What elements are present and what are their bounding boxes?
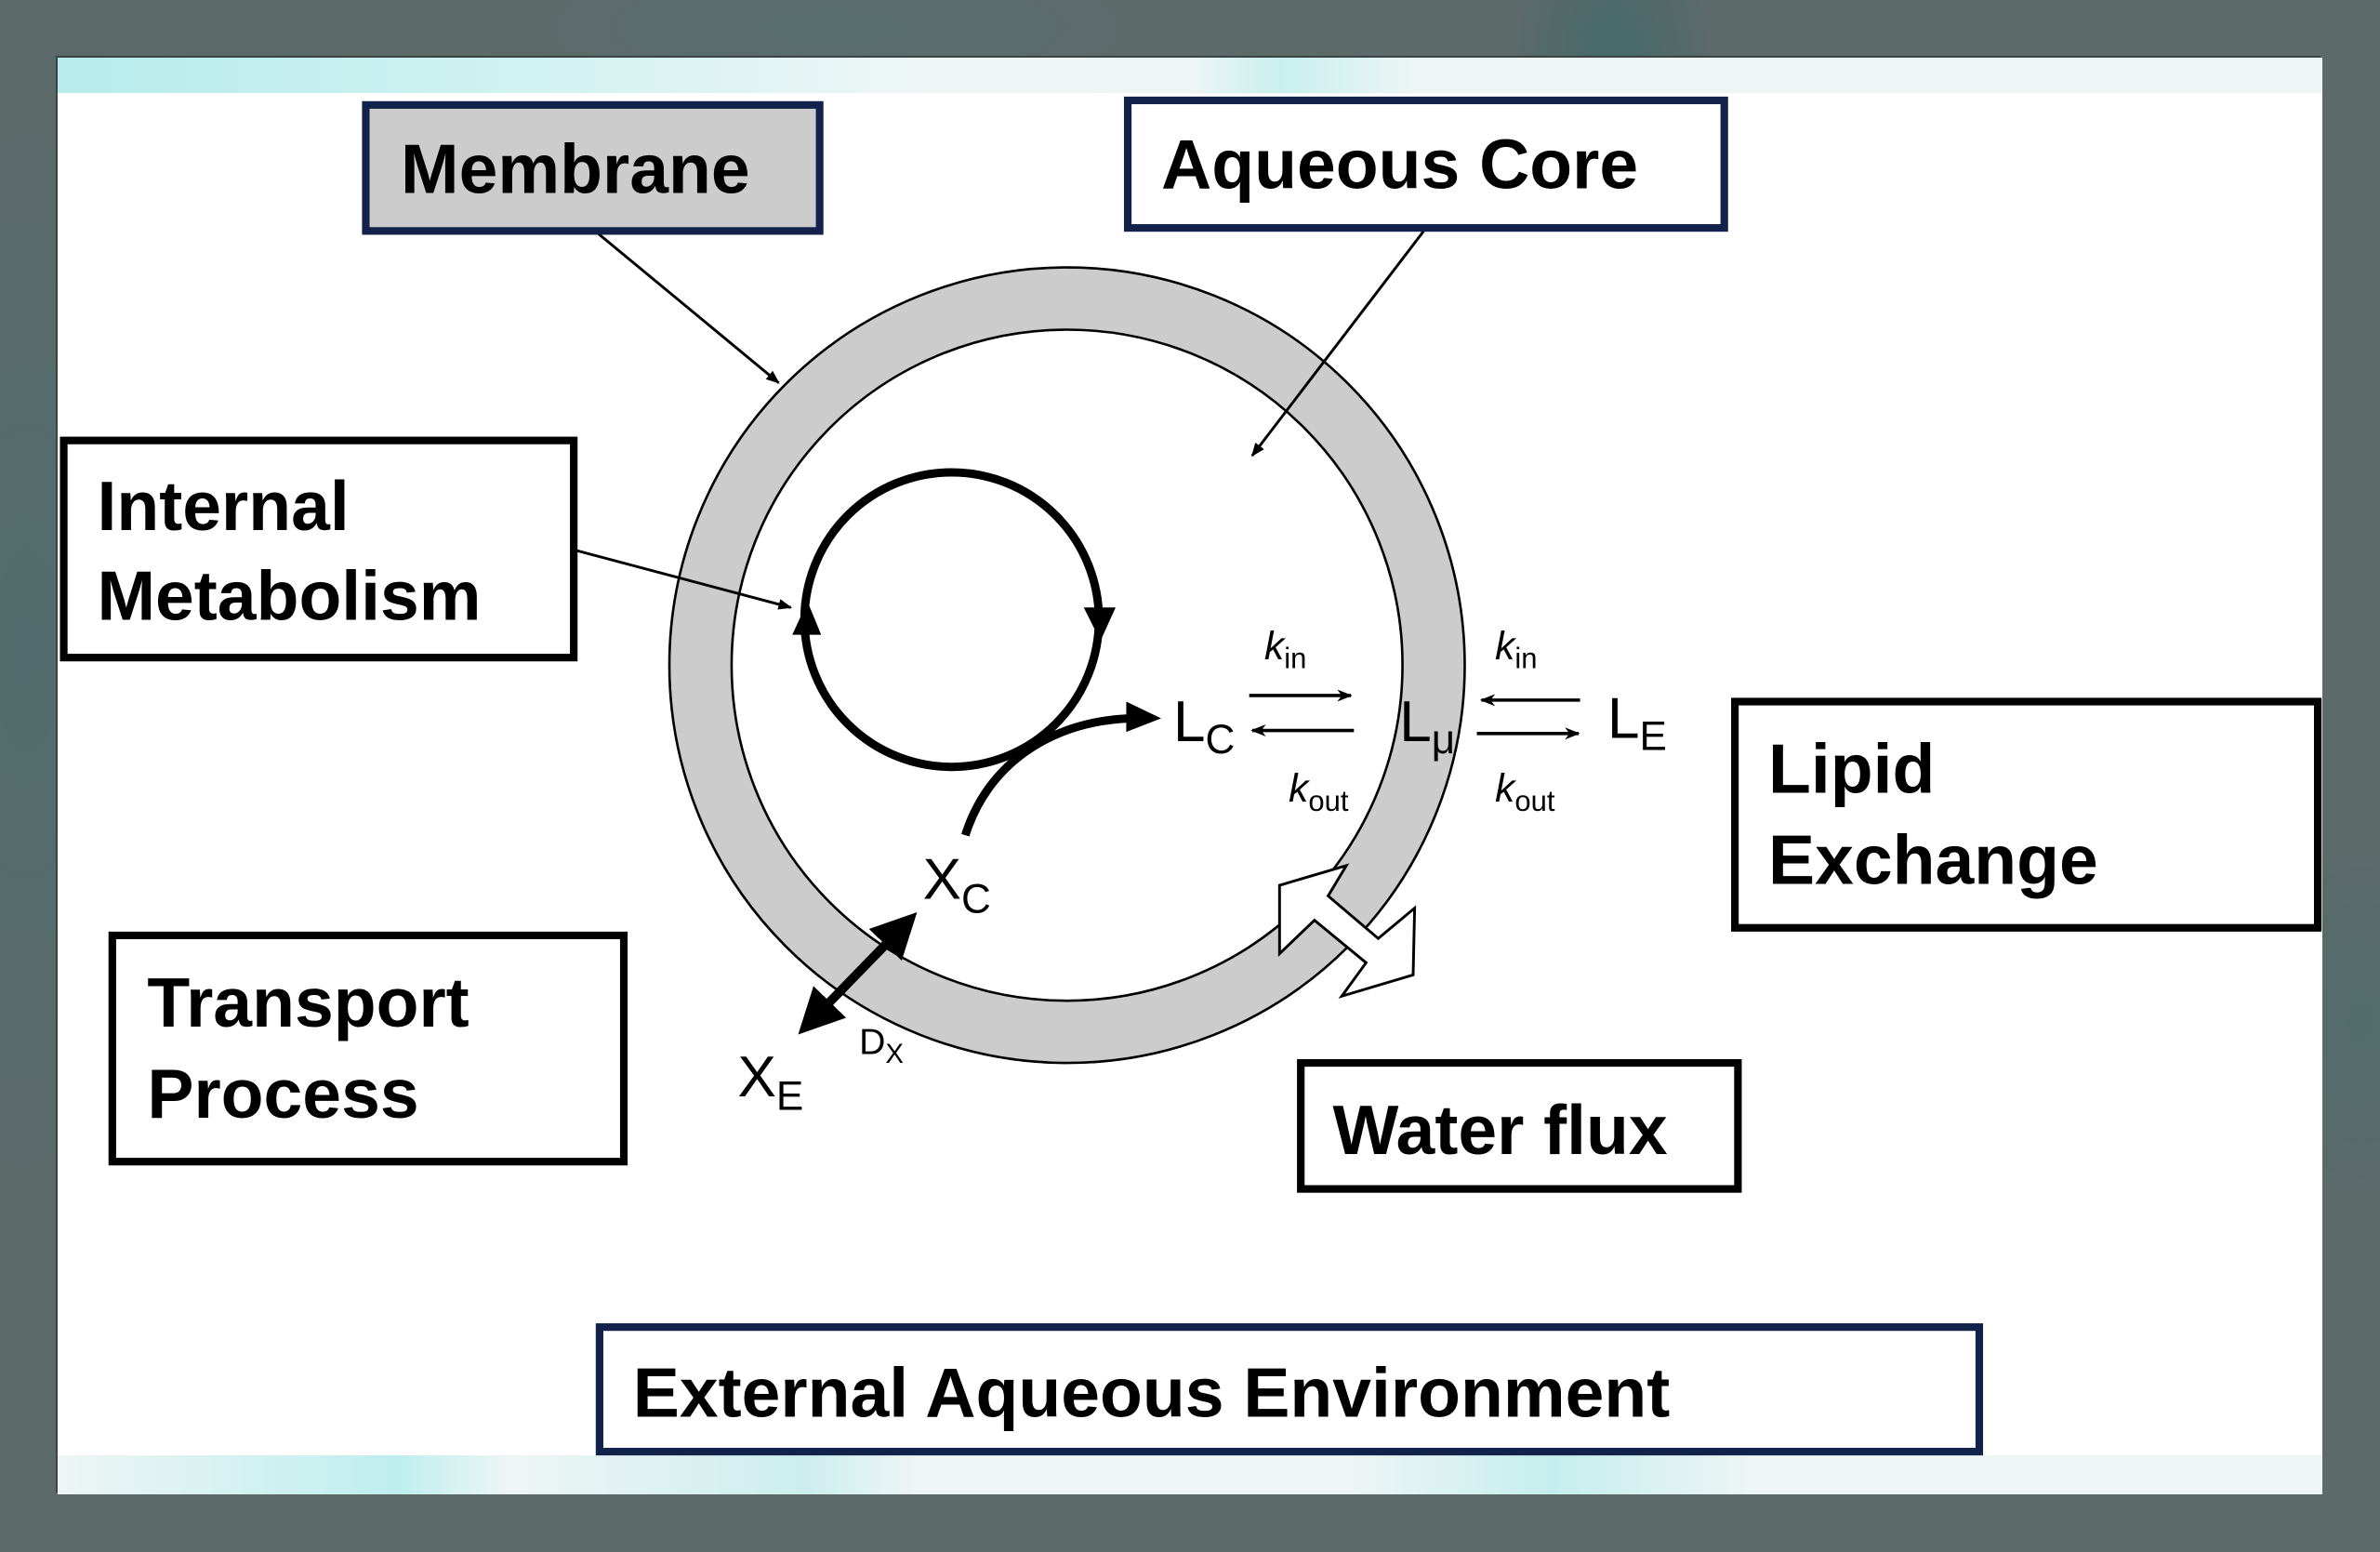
- cycle-arrowhead-right: [1083, 607, 1116, 642]
- slide-top-band: [58, 58, 2322, 93]
- le-label: LE: [1607, 687, 1667, 760]
- water-flux-box: Water flux: [1297, 1058, 1742, 1193]
- svg-text:Water flux: Water flux: [1332, 1091, 1667, 1169]
- kin-label-left: kin: [1264, 624, 1306, 675]
- svg-text:Lipid: Lipid: [1768, 729, 1935, 807]
- metabolism-cycle: [792, 468, 1116, 772]
- internal-metabolism-box: Internal Metabolism: [60, 436, 578, 662]
- svg-text:Aqueous Core: Aqueous Core: [1161, 126, 1638, 204]
- transport-process-box: Transport Process: [108, 931, 628, 1166]
- xc-to-lc-arrow: [961, 713, 1131, 837]
- lmu-label: Lμ: [1399, 690, 1455, 763]
- svg-text:Transport: Transport: [147, 963, 469, 1041]
- slide-bottom-band: [58, 1455, 2322, 1494]
- kin-label-right: kin: [1495, 624, 1537, 675]
- xc-to-lc-arrowhead: [1126, 701, 1161, 733]
- svg-text:Internal: Internal: [97, 467, 349, 545]
- kout-label-right: kout: [1495, 766, 1555, 817]
- dx-label: DX: [859, 1022, 904, 1069]
- svg-text:Exchange: Exchange: [1768, 820, 2098, 898]
- aqueous-core-pointer: [1250, 230, 1425, 458]
- lc-label: LC: [1173, 690, 1235, 763]
- cycle-arrowhead-left: [792, 601, 822, 635]
- membrane-box: Membrane: [362, 100, 824, 235]
- svg-text:External Aqueous Environment: External Aqueous Environment: [633, 1353, 1670, 1431]
- aqueous-core-box: Aqueous Core: [1123, 96, 1728, 232]
- metabolism-pointer: [573, 548, 793, 610]
- svg-text:Membrane: Membrane: [401, 130, 750, 208]
- lipid-exchange-box: Lipid Exchange: [1731, 697, 2322, 932]
- svg-text:Metabolism: Metabolism: [97, 556, 481, 634]
- water-flux-double-arrow: [1277, 863, 1417, 999]
- membrane-pointer: [594, 230, 780, 384]
- membrane-ring: [668, 266, 1466, 1065]
- transport-double-arrow: [798, 911, 918, 1035]
- external-environment-box: External Aqueous Environment: [595, 1323, 1984, 1456]
- xc-label: XC: [923, 848, 991, 922]
- kout-label-left: kout: [1289, 766, 1349, 817]
- svg-text:Process: Process: [147, 1055, 418, 1133]
- xe-label: XE: [737, 1045, 803, 1120]
